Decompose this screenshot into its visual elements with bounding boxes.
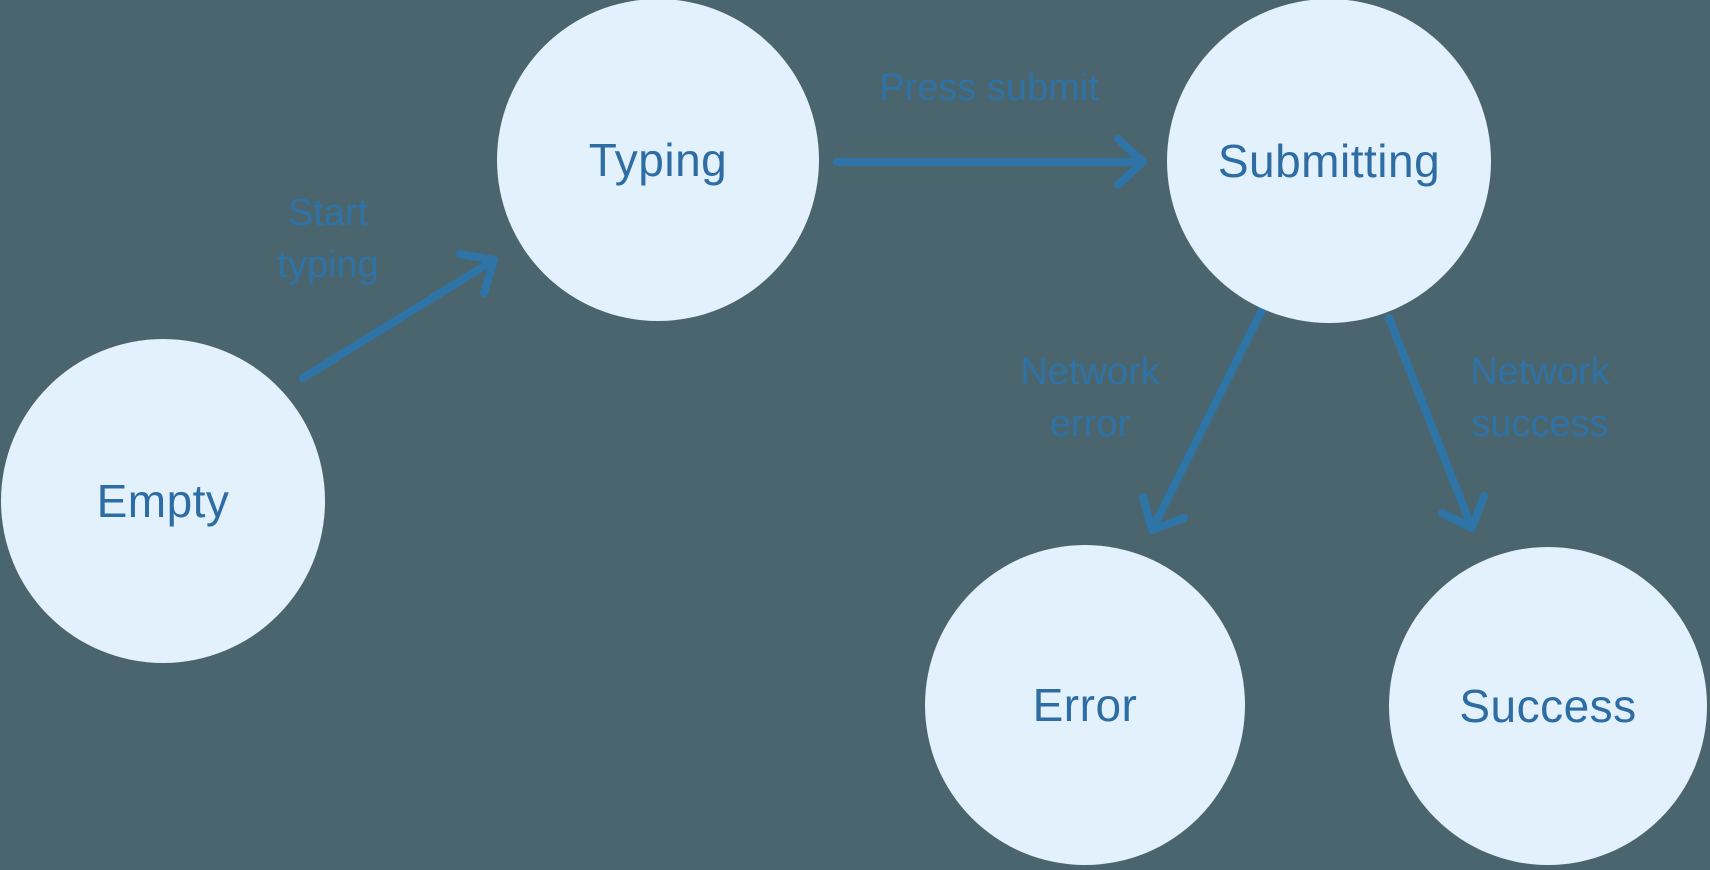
- state-node-error: Error: [925, 545, 1245, 865]
- edge-label-line: Network: [1470, 351, 1610, 393]
- state-node-empty-label: Empty: [96, 475, 230, 527]
- state-node-success: Success: [1389, 547, 1707, 865]
- state-node-typing-label: Typing: [588, 134, 728, 186]
- edge-label-press-submit: Press submit: [879, 62, 1099, 114]
- edge-label-start-typing: Start typing: [277, 187, 378, 291]
- edge-arrow-submitting-error: [1139, 304, 1267, 534]
- state-node-typing: Typing: [497, 0, 819, 321]
- state-node-empty: Empty: [1, 339, 325, 663]
- edge-label-network-success: Network success: [1470, 346, 1609, 450]
- edge-label-line: Start: [287, 192, 369, 234]
- state-node-submitting-label: Submitting: [1217, 135, 1441, 187]
- state-node-error-label: Error: [1032, 679, 1138, 731]
- state-node-success-label: Success: [1459, 680, 1637, 732]
- edge-arrow-typing-submitting: [833, 135, 1147, 189]
- edge-label-network-error: Network error: [1020, 346, 1159, 450]
- edge-label-line: success: [1471, 403, 1609, 445]
- state-node-submitting: Submitting: [1167, 0, 1491, 323]
- edge-label-line: Press submit: [879, 67, 1099, 109]
- edge-label-line: error: [1049, 403, 1131, 445]
- edge-label-line: typing: [277, 244, 379, 286]
- edge-label-line: Network: [1020, 351, 1160, 393]
